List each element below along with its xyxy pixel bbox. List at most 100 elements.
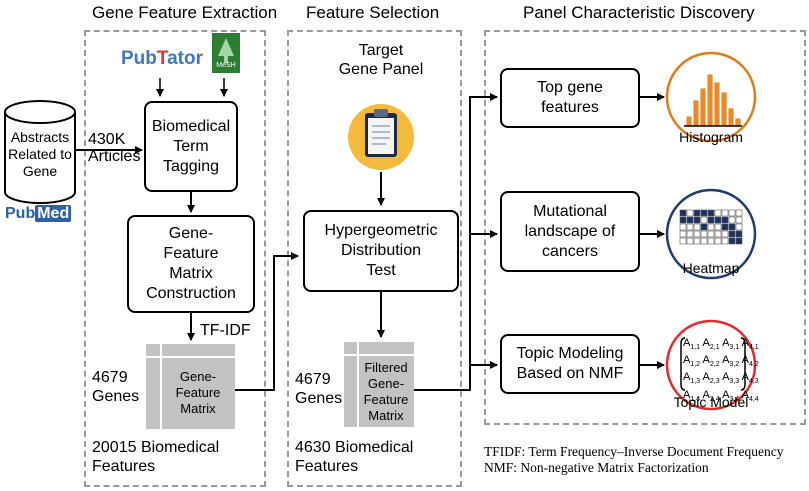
topic-matrix-entry: A3,2 [722,354,740,369]
heatmap-cell [693,216,701,224]
heatmap-cell [728,237,736,245]
heatmap-cell [721,216,729,224]
target-gene-panel-label: Target Gene Panel [338,42,424,78]
heatmap-cell [693,237,701,245]
topic-matrix-row: A1,2 A2,2 A3,2 A4,2 [683,354,759,371]
topic-matrix-right-bracket [740,337,746,391]
heatmap-cell [707,216,715,224]
topic-matrix-entry: A4,2 [741,354,759,369]
histogram-bar [734,117,742,127]
topic-model-circle [665,319,757,411]
heatmap-cell [714,223,722,231]
histogram-bar [685,115,693,127]
extraction-genes-label: 4679 Genes [92,369,140,405]
heatmap-cell [700,223,708,231]
heatmap-cell [735,209,743,217]
heatmap-cell [679,209,687,217]
heatmap-cell [679,237,687,245]
heatmap-cell [679,223,687,231]
pubtator-logo: PubTator [121,48,203,70]
histogram-bar [706,73,714,127]
heatmap-cell [707,223,715,231]
topic-matrix-entry: A1,4 [683,388,701,403]
footnote-nmf: NMF: Non-negative Matrix Factorization [484,460,709,475]
topic-matrix-row: A1,4 A2,4 A3,4 A4,4 [683,388,759,406]
database-label: Abstracts Related to Gene [8,129,72,179]
histogram-label: Histogram [679,129,743,145]
heatmap-cell [735,230,743,238]
topic-matrix-entry: A1,3 [683,371,701,386]
heatmap-cell [707,209,715,217]
hypergeometric-test-box: Hypergeometric Distribution Test [303,210,459,292]
topic-matrix-entry: A1,2 [683,354,701,369]
tfidf-label: TF-IDF [200,322,251,339]
heatmap-cell [735,223,743,231]
histogram-bars [685,73,742,127]
topic-matrix-entry: A4,1 [741,337,759,352]
clipboard-icon [348,104,414,170]
heatmap-cell [686,230,694,238]
topic-matrix-entry: A2,3 [702,371,720,386]
heatmap-cell [728,223,736,231]
topic-matrix-row: A1,3 A2,3 A3,3 A4,3 [683,371,759,388]
topic-matrix-entry: A2,2 [702,354,720,369]
heatmap-grid [679,209,743,245]
panel-characteristic-discovery-panel [484,30,806,425]
heatmap-cell [707,237,715,245]
topic-matrix-entry: A1,1 [683,337,701,352]
heatmap-cell [700,230,708,238]
topic-modeling-box: Topic Modeling Based on NMF [500,334,640,394]
topic-model-label: Topic Model [673,394,749,410]
section-title-discovery: Panel Characteristic Discovery [523,3,755,22]
heatmap-cell [721,223,729,231]
histogram-bar [720,91,728,127]
arrow-matrix-to-test [235,252,299,391]
heatmap-cell [728,230,736,238]
heatmap-cell [735,237,743,245]
pubmed-logo-pub: Pub [5,205,36,222]
top-gene-features-box: Top gene features [500,68,640,128]
mesh-logo-text: MeSH [216,62,236,69]
heatmap-cell [714,216,722,224]
biomedical-term-tagging-box: Biomedical Term Tagging [144,101,238,192]
topic-matrix-entry: A4,4 [741,388,759,403]
histogram-bar [713,81,721,127]
topic-matrix-left-bracket [680,337,686,391]
topic-matrix-entry: A3,3 [722,371,740,386]
gene-feature-extraction-panel [84,30,266,487]
articles-count-label: 430K Articles [88,131,141,165]
filtered-matrix-shape [344,342,414,427]
heatmap-cell [700,209,708,217]
selection-features-label: 4630 Biomedical Features [295,439,414,475]
topic-matrix-entry: A4,3 [741,371,759,386]
heatmap-cell [728,209,736,217]
pubtator-logo-t: T [156,48,168,69]
heatmap-cell [707,230,715,238]
feature-selection-panel [287,30,462,487]
filtered-matrix-label: Filtered Gene- Feature Matrix [363,360,409,423]
heatmap-cell [693,209,701,217]
heatmap-cell [700,216,708,224]
heatmap-cell [686,237,694,245]
heatmap-cell [714,209,722,217]
heatmap-cell [721,237,729,245]
topic-matrix-entry: A2,1 [702,337,720,352]
heatmap-label: Heatmap [682,260,740,276]
mutational-landscape-box: Mutational landscape of cancers [500,191,640,272]
abstracts-database-cylinder [4,100,76,204]
pubtator-logo-ator: ator [167,48,203,69]
extraction-features-label: 20015 Biomedical Features [92,439,220,475]
footnote-tfidf: TFIDF: Term Frequency–Inverse Document F… [484,444,784,459]
gene-feature-matrix-construction-box: Gene- Feature Matrix Construction [127,215,255,313]
heatmap-cell [735,216,743,224]
heatmap-cell [714,230,722,238]
mesh-logo [212,33,240,73]
arrow-filtered-to-top-features [414,93,498,391]
gene-feature-matrix-shape [146,344,235,429]
topic-matrix-entry: A2,4 [702,388,720,403]
topic-matrix-row: A1,1 A2,1 A3,1 A4,1 [683,337,759,354]
heatmap-cell [679,230,687,238]
heatmap-cell [714,237,722,245]
